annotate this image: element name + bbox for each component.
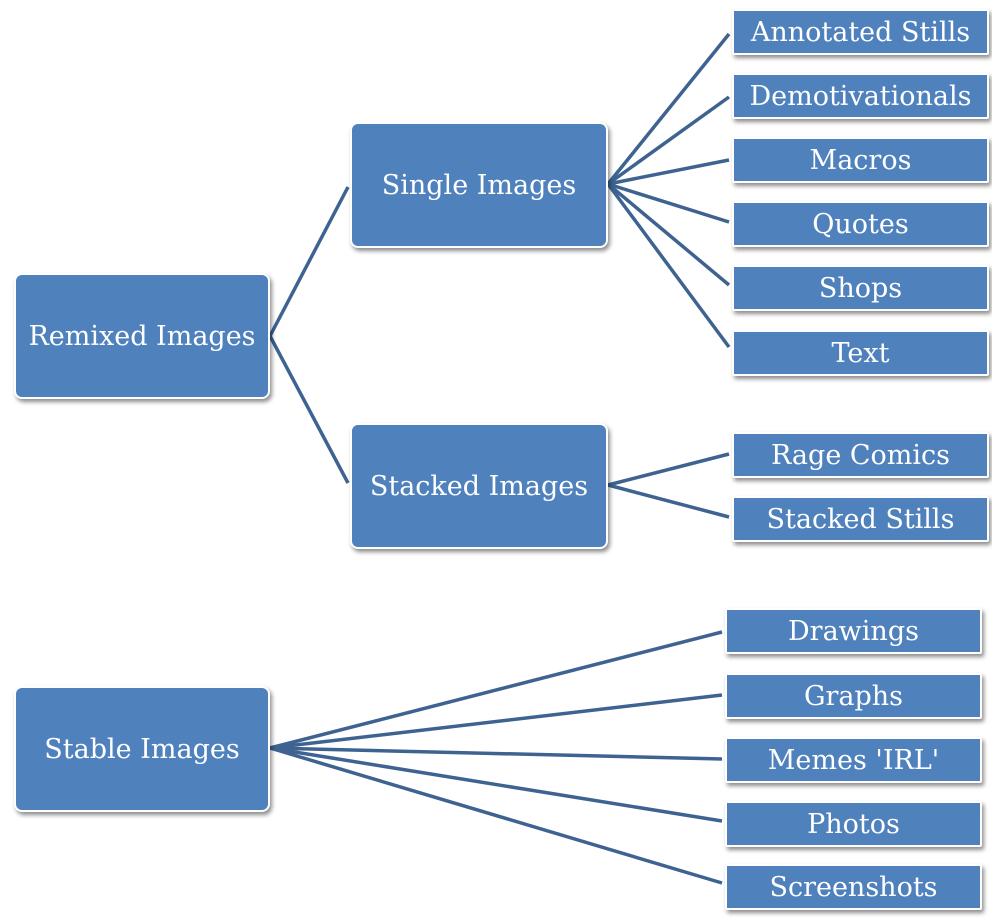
leaf-shops: Shops: [732, 265, 989, 311]
leaf-label: Drawings: [788, 615, 919, 647]
leaf-label: Stacked Stills: [766, 503, 955, 535]
connector-stacked-stills: [607, 483, 730, 519]
leaf-label: Text: [831, 337, 890, 369]
leaf-label: Graphs: [803, 680, 904, 712]
leaf-annotated-stills: Annotated Stills: [732, 9, 989, 55]
connector-remixed-single: [268, 186, 350, 337]
connector-single-macros: [607, 158, 730, 186]
connector-stable-memes: [269, 746, 723, 761]
leaf-label: Rage Comics: [770, 439, 951, 471]
leaf-quotes: Quotes: [732, 201, 989, 247]
connector-single-text: [606, 182, 731, 349]
leaf-photos: Photos: [725, 801, 982, 847]
node-single-images: Single Images: [350, 122, 608, 248]
leaf-label: Annotated Stills: [750, 16, 971, 48]
connector-stable-photos: [269, 746, 723, 823]
node-label: Remixed Images: [28, 320, 256, 352]
node-stable-images: Stable Images: [14, 686, 270, 812]
leaf-label: Memes 'IRL': [767, 744, 940, 776]
leaf-stacked-stills: Stacked Stills: [732, 496, 989, 542]
node-label: Single Images: [381, 169, 577, 201]
connector-single-shops: [606, 182, 731, 287]
connector-remixed-stacked: [268, 335, 350, 484]
leaf-drawings: Drawings: [725, 608, 982, 654]
connector-stable-drawings: [269, 630, 723, 750]
leaf-graphs: Graphs: [725, 673, 982, 719]
leaf-label: Macros: [809, 144, 912, 176]
connector-stacked-rage: [607, 452, 730, 487]
connector-single-annotated: [606, 32, 731, 186]
node-label: Stacked Images: [369, 470, 589, 502]
node-stacked-images: Stacked Images: [350, 423, 608, 549]
leaf-label: Demotivationals: [749, 80, 972, 112]
connector-stable-screenshots: [269, 746, 723, 885]
node-remixed-images: Remixed Images: [14, 273, 270, 399]
connector-single-quotes: [607, 182, 730, 224]
leaf-label: Photos: [807, 808, 900, 840]
leaf-label: Screenshots: [769, 871, 938, 903]
connector-single-demotivationals: [606, 95, 731, 186]
leaf-demotivationals: Demotivationals: [732, 73, 989, 119]
node-label: Stable Images: [44, 733, 240, 765]
leaf-memes-irl: Memes 'IRL': [725, 737, 982, 783]
leaf-text: Text: [732, 330, 989, 376]
leaf-screenshots: Screenshots: [725, 864, 982, 910]
leaf-macros: Macros: [732, 137, 989, 183]
connector-stable-graphs: [269, 693, 723, 750]
leaf-label: Shops: [818, 272, 903, 304]
leaf-label: Quotes: [812, 208, 909, 240]
leaf-rage-comics: Rage Comics: [732, 432, 989, 478]
